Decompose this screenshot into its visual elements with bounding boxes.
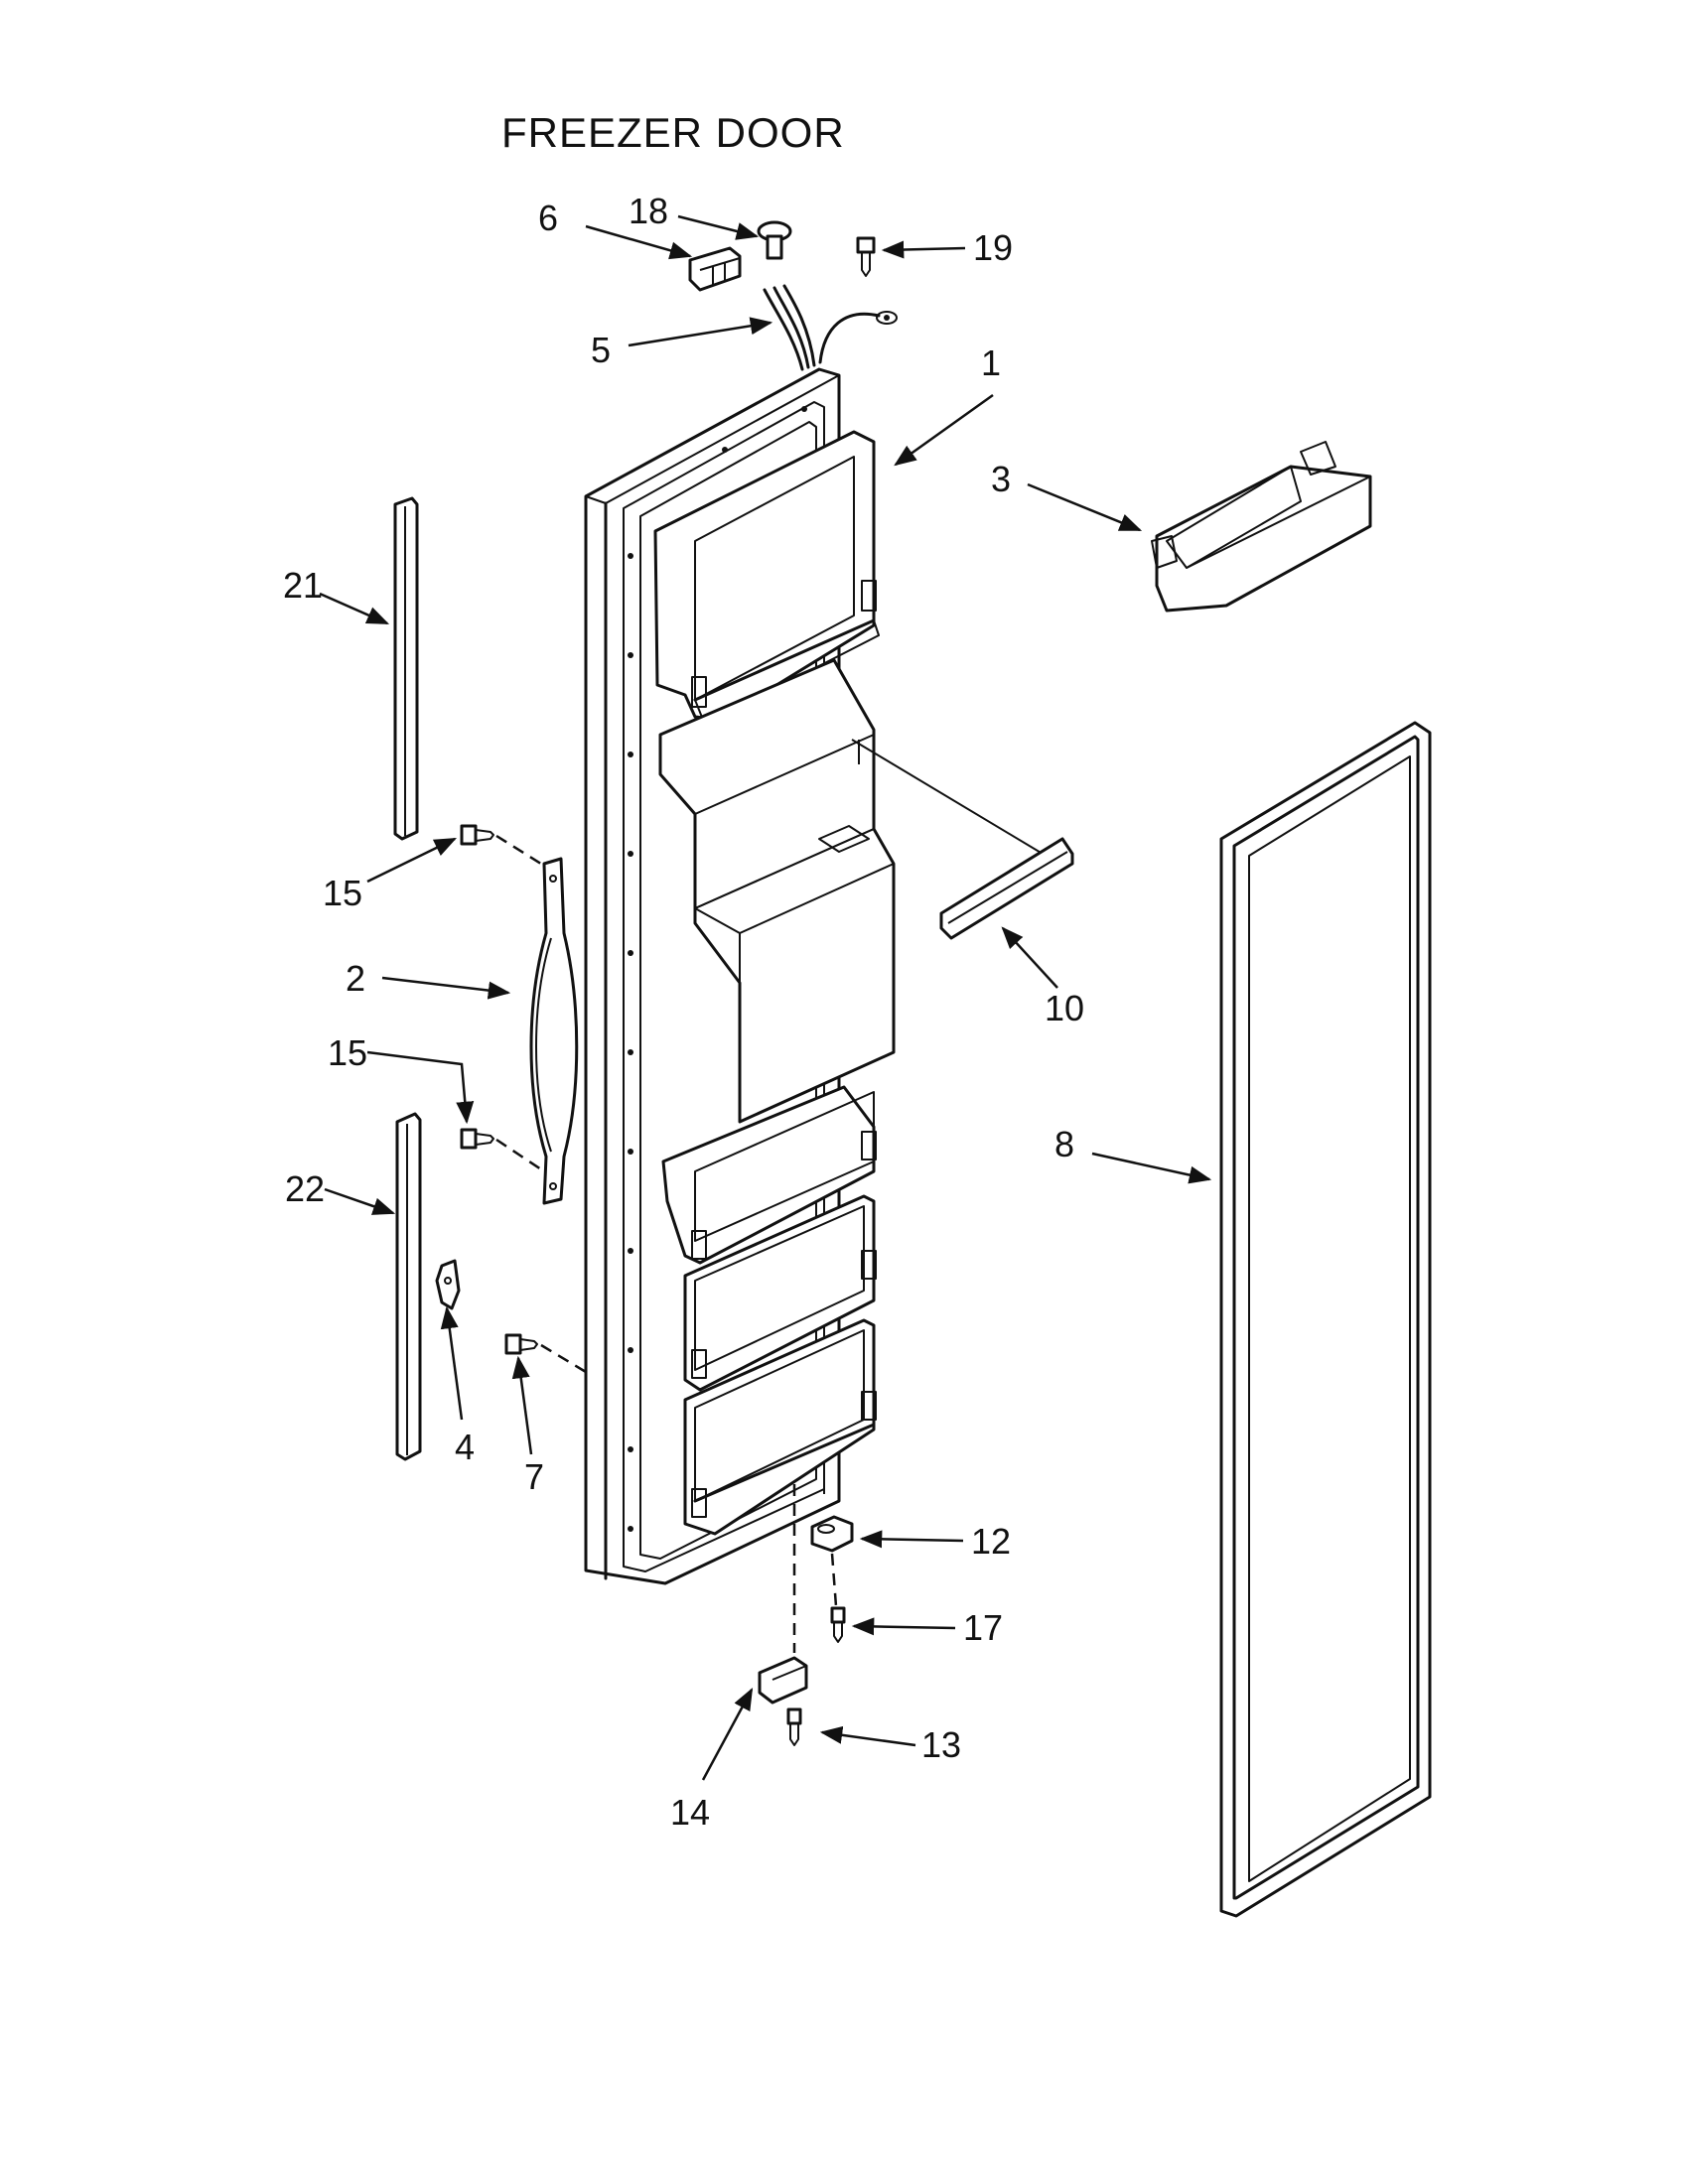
door-gasket bbox=[1219, 721, 1432, 1918]
callout-15a: 15 bbox=[323, 873, 362, 913]
door-handle bbox=[529, 857, 579, 1205]
callout-21: 21 bbox=[283, 565, 323, 606]
callout-6: 6 bbox=[538, 198, 558, 238]
callout-8: 8 bbox=[1054, 1124, 1074, 1164]
trim-strip-upper bbox=[393, 496, 419, 841]
callout-3: 3 bbox=[991, 459, 1011, 499]
callout-19: 19 bbox=[973, 227, 1013, 268]
handle-screw-lower bbox=[460, 1128, 494, 1150]
wire-harness bbox=[763, 284, 898, 371]
callout-4: 4 bbox=[455, 1427, 475, 1467]
dispenser-trim bbox=[851, 739, 1074, 940]
diagram-title: FREEZER DOOR bbox=[501, 109, 845, 156]
hinge-screw bbox=[830, 1606, 846, 1643]
trim-strip-lower bbox=[395, 1112, 422, 1461]
connector-block bbox=[688, 246, 742, 292]
door-screw bbox=[504, 1333, 538, 1355]
hinge-mount-screw bbox=[786, 1707, 802, 1746]
callout-7: 7 bbox=[524, 1456, 544, 1497]
callout-22: 22 bbox=[285, 1168, 325, 1209]
leader-lines bbox=[319, 214, 1212, 1781]
door-liner-assembly bbox=[584, 367, 896, 1585]
callout-12: 12 bbox=[971, 1521, 1011, 1562]
callout-labels: 1 2 3 4 5 6 7 8 10 12 13 14 15 15 17 18 … bbox=[283, 191, 1084, 1833]
plug-button bbox=[757, 220, 792, 260]
callout-18: 18 bbox=[629, 191, 668, 231]
shelf-rail bbox=[1151, 441, 1372, 613]
callout-10: 10 bbox=[1045, 988, 1084, 1028]
callout-1: 1 bbox=[981, 342, 1001, 383]
callout-15b: 15 bbox=[328, 1032, 367, 1073]
callout-5: 5 bbox=[591, 330, 611, 370]
callout-2: 2 bbox=[346, 958, 365, 999]
callout-14: 14 bbox=[670, 1792, 710, 1833]
hinge-bushing bbox=[810, 1515, 854, 1553]
handle-screw-upper bbox=[460, 824, 494, 846]
callout-13: 13 bbox=[921, 1724, 961, 1765]
callout-17: 17 bbox=[963, 1607, 1003, 1648]
bottom-hinge bbox=[758, 1656, 808, 1705]
ground-screw bbox=[856, 236, 876, 277]
trim-clip bbox=[435, 1259, 461, 1310]
